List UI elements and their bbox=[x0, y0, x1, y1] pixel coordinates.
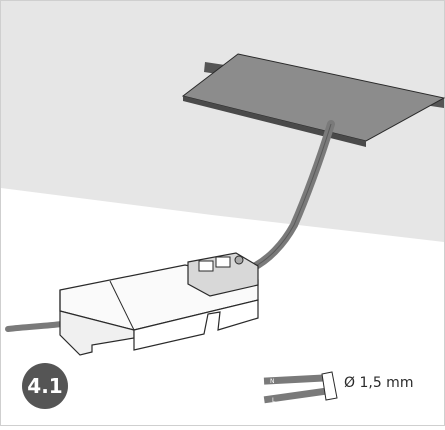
strand-n-label: N bbox=[270, 378, 275, 385]
terminal-slot bbox=[198, 260, 214, 272]
step-badge: 4.1 bbox=[22, 363, 68, 409]
driver-side bbox=[133, 299, 259, 351]
wire-strand-l bbox=[263, 387, 327, 404]
strand-l-label: L bbox=[272, 397, 276, 404]
plate-front-edge bbox=[183, 96, 366, 147]
terminal-screw bbox=[234, 255, 244, 265]
wire-strand-n bbox=[263, 374, 327, 385]
wire-ferrule bbox=[321, 371, 338, 401]
ceiling-surface bbox=[1, 1, 444, 242]
driver-seam bbox=[109, 280, 135, 331]
wire-diameter-label: Ø 1,5 mm bbox=[344, 375, 414, 391]
output-cable-outline bbox=[251, 123, 332, 269]
input-cable bbox=[5, 321, 65, 332]
terminal-slot bbox=[215, 256, 231, 268]
driver-end bbox=[59, 290, 135, 356]
